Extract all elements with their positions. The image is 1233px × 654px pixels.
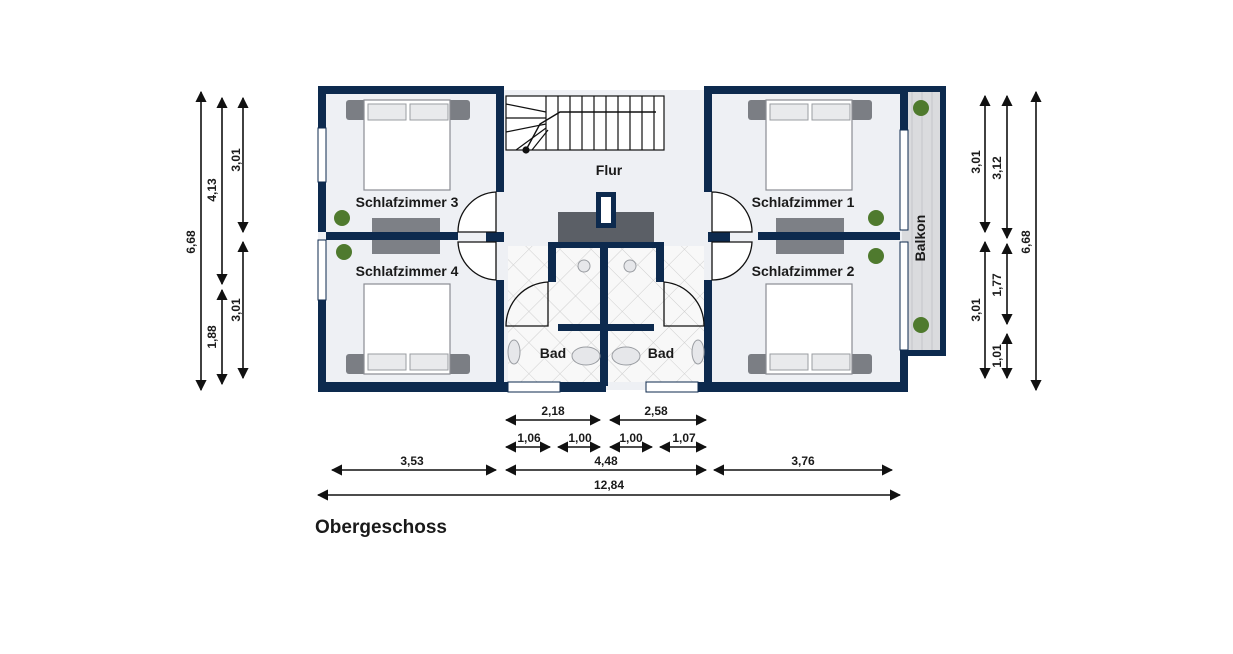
dim-right-3-12: 3,12 [990,156,1004,180]
walls [318,86,946,392]
dim-seg-1: 1,06 [517,431,541,445]
room-label-bad-right: Bad [648,345,674,361]
dim-left-upper-3-01: 3,01 [229,148,243,172]
staircase [505,95,665,154]
dim-right-lower-3-01: 3,01 [969,298,983,322]
dim-left-width: 3,53 [400,454,424,468]
balcony-floor [902,90,944,354]
dim-right-total-depth: 6,68 [1019,230,1033,254]
room-label-bad-left: Bad [540,345,566,361]
bathroom-fixtures [507,259,705,366]
windows [317,127,909,393]
dim-right-1-01: 1,01 [990,344,1004,368]
bed-schlafzimmer-2 [748,283,872,375]
room-label-flur: Flur [596,162,623,178]
dim-right-1-77: 1,77 [990,273,1004,297]
room-label-schlafzimmer-2: Schlafzimmer 2 [752,263,855,279]
dim-left-4-13: 4,13 [205,178,219,202]
dim-seg-2: 1,00 [568,431,592,445]
bed-schlafzimmer-3 [346,99,470,191]
wardrobes [372,218,844,254]
room-label-schlafzimmer-1: Schlafzimmer 1 [752,194,855,210]
dim-right-upper-3-01: 3,01 [969,150,983,174]
bed-schlafzimmer-1 [748,99,872,191]
dim-seg-4: 1,07 [672,431,696,445]
plants [334,100,929,333]
dim-middle-width: 4,48 [594,454,618,468]
balcony-planks [911,92,933,352]
doors [457,191,753,327]
bottom-dimensions [316,414,902,501]
dim-bad-right-width: 2,58 [644,404,668,418]
dim-seg-3: 1,00 [619,431,643,445]
dim-left-1-88: 1,88 [205,325,219,349]
dim-left-total-depth: 6,68 [184,230,198,254]
room-label-schlafzimmer-4: Schlafzimmer 4 [356,263,459,279]
bed-schlafzimmer-4 [346,283,470,375]
dim-left-lower-3-01: 3,01 [229,298,243,322]
right-dimensions [979,90,1042,392]
left-dimensions [195,90,249,392]
dim-total-width: 12,84 [594,478,624,492]
dim-right-width: 3,76 [791,454,815,468]
plan-title: Obergeschoss [315,517,447,538]
room-label-balkon: Balkon [912,215,928,262]
dim-bad-left-width: 2,18 [541,404,565,418]
room-label-schlafzimmer-3: Schlafzimmer 3 [356,194,459,210]
beds [346,99,872,375]
